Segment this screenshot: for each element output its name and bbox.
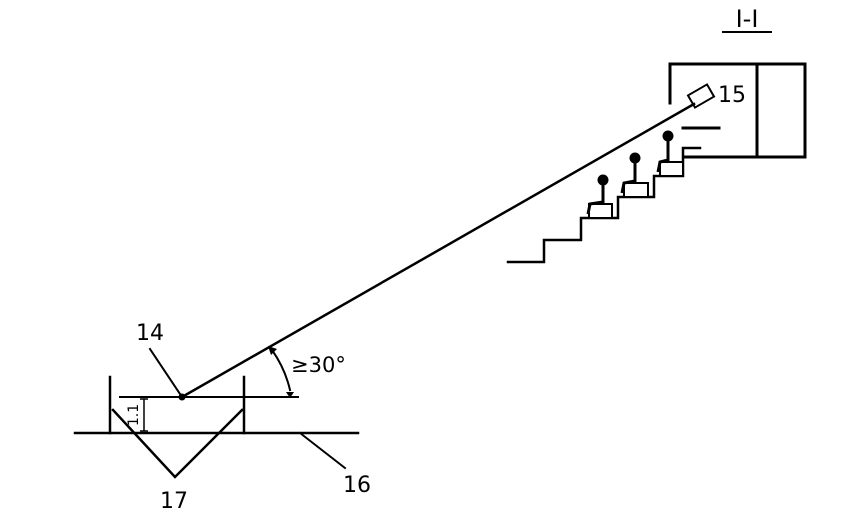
spectator-icon (656, 130, 674, 173)
ground-line-label: 16 (343, 473, 371, 498)
lane-lines-v (111, 408, 244, 479)
spectator-icon (620, 152, 641, 194)
ground-line-leader (298, 431, 347, 470)
angle-arrow-top (268, 346, 277, 355)
camera-label: 15 (718, 83, 746, 108)
section-title: I-I (736, 5, 759, 33)
spectator-icon (586, 174, 609, 215)
sight-point-label: 14 (136, 321, 164, 346)
lane-lines-label: 17 (160, 489, 188, 514)
booth-box (668, 62, 807, 159)
angle-label: ≥30° (291, 353, 346, 377)
camera-icon (686, 83, 716, 109)
angle-arc (270, 348, 292, 392)
angle-arrow-bottom (286, 392, 294, 398)
sight-line (180, 102, 696, 399)
height-dimension-label: 1.1 (126, 404, 142, 426)
sight-point-leader (148, 347, 184, 399)
height-dimension (140, 398, 148, 432)
